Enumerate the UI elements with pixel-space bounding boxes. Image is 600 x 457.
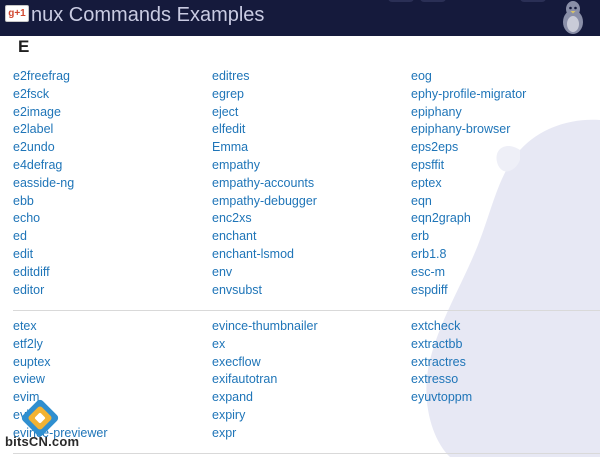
header-decoration bbox=[420, 0, 446, 2]
command-column: extcheck extractbb extractres extresso eyuvt… bbox=[411, 318, 600, 407]
command-link[interactable]: erb bbox=[411, 229, 430, 244]
command-link[interactable]: extresso bbox=[411, 372, 459, 387]
command-link[interactable]: e2freefrag bbox=[13, 69, 70, 83]
command-link[interactable]: empathy-debugger bbox=[212, 193, 317, 208]
site-title[interactable]: nux Commands Examples bbox=[31, 4, 265, 26]
command-link[interactable]: enchant bbox=[212, 229, 257, 244]
command-link[interactable]: egrep bbox=[212, 86, 244, 101]
command-link[interactable]: extractres bbox=[411, 354, 466, 369]
command-link[interactable]: easside-ng bbox=[13, 175, 75, 190]
command-link[interactable]: ebb bbox=[13, 193, 34, 208]
command-link[interactable]: exifautotran bbox=[212, 372, 278, 387]
command-link[interactable]: esc-m bbox=[411, 264, 446, 279]
command-link[interactable]: ephy-profile-migrator bbox=[411, 86, 527, 101]
command-link[interactable]: e2label bbox=[13, 122, 54, 137]
site-header: g+1 nux Commands Examples bbox=[0, 0, 600, 36]
tux-penguin-icon bbox=[563, 1, 583, 34]
command-link[interactable]: eqn2graph bbox=[411, 211, 471, 226]
command-link[interactable]: editdiff bbox=[13, 264, 50, 279]
command-link[interactable]: extcheck bbox=[411, 319, 461, 333]
command-column: evince-thumbnailer ex execflow exifautotran… bbox=[212, 318, 402, 443]
command-link[interactable]: e2undo bbox=[13, 140, 55, 155]
command-link[interactable]: e4defrag bbox=[13, 157, 63, 172]
command-link[interactable]: eps2eps bbox=[411, 140, 459, 155]
command-link[interactable]: ed bbox=[13, 229, 27, 244]
command-link[interactable]: envsubst bbox=[212, 282, 263, 297]
section-letter-heading: E bbox=[18, 37, 30, 56]
google-plus-one-icon[interactable]: g+1 bbox=[5, 5, 29, 22]
command-link[interactable]: extractbb bbox=[411, 336, 463, 351]
command-link[interactable]: execflow bbox=[212, 354, 261, 369]
command-link[interactable]: enchant-lsmod bbox=[212, 246, 294, 261]
command-link[interactable]: etf2ly bbox=[13, 336, 43, 351]
command-link[interactable]: eqn bbox=[411, 193, 432, 208]
header-decoration bbox=[520, 0, 546, 2]
command-link[interactable]: empathy bbox=[212, 157, 260, 172]
section-divider bbox=[13, 453, 600, 454]
command-link[interactable]: ex bbox=[212, 336, 226, 351]
command-link[interactable]: evim bbox=[13, 390, 40, 405]
command-link[interactable]: euptex bbox=[13, 354, 51, 369]
command-link[interactable]: epiphany-browser bbox=[411, 122, 511, 137]
command-link[interactable]: expand bbox=[212, 390, 254, 405]
bitscn-logo-icon bbox=[21, 399, 59, 437]
command-link[interactable]: editres bbox=[212, 69, 250, 83]
command-link[interactable]: epsffit bbox=[411, 157, 445, 172]
command-link[interactable]: erb1.8 bbox=[411, 246, 447, 261]
header-decoration bbox=[388, 0, 414, 2]
command-link[interactable]: e2image bbox=[13, 104, 61, 119]
command-link[interactable]: eview bbox=[13, 372, 45, 387]
command-link[interactable]: elfedit bbox=[212, 122, 246, 137]
command-column: e2freefrag e2fsck e2image e2label e2undo e4de… bbox=[13, 68, 203, 299]
command-link[interactable]: Emma bbox=[212, 140, 249, 155]
command-link[interactable]: evince-thumbnailer bbox=[212, 319, 318, 333]
command-link[interactable]: eject bbox=[212, 104, 239, 119]
command-link[interactable]: expiry bbox=[212, 407, 246, 422]
command-link[interactable]: espdiff bbox=[411, 282, 448, 297]
command-link[interactable]: edit bbox=[13, 246, 34, 261]
command-link[interactable]: eyuvtoppm bbox=[411, 390, 473, 405]
watermark-text: bitsCN.com bbox=[5, 434, 80, 449]
command-column: eog ephy-profile-migrator epiphany epiphany… bbox=[411, 68, 600, 299]
section-divider bbox=[13, 310, 600, 311]
command-link[interactable]: editor bbox=[13, 282, 45, 297]
command-link[interactable]: env bbox=[212, 264, 233, 279]
command-link[interactable]: eptex bbox=[411, 175, 442, 190]
command-link[interactable]: empathy-accounts bbox=[212, 175, 315, 190]
command-link[interactable]: echo bbox=[13, 211, 41, 226]
command-link[interactable]: enc2xs bbox=[212, 211, 252, 226]
command-link[interactable]: eog bbox=[411, 69, 432, 83]
command-link[interactable]: e2fsck bbox=[13, 86, 50, 101]
command-link[interactable]: expr bbox=[212, 425, 237, 440]
command-link[interactable]: epiphany bbox=[411, 104, 462, 119]
command-link[interactable]: etex bbox=[13, 319, 37, 333]
